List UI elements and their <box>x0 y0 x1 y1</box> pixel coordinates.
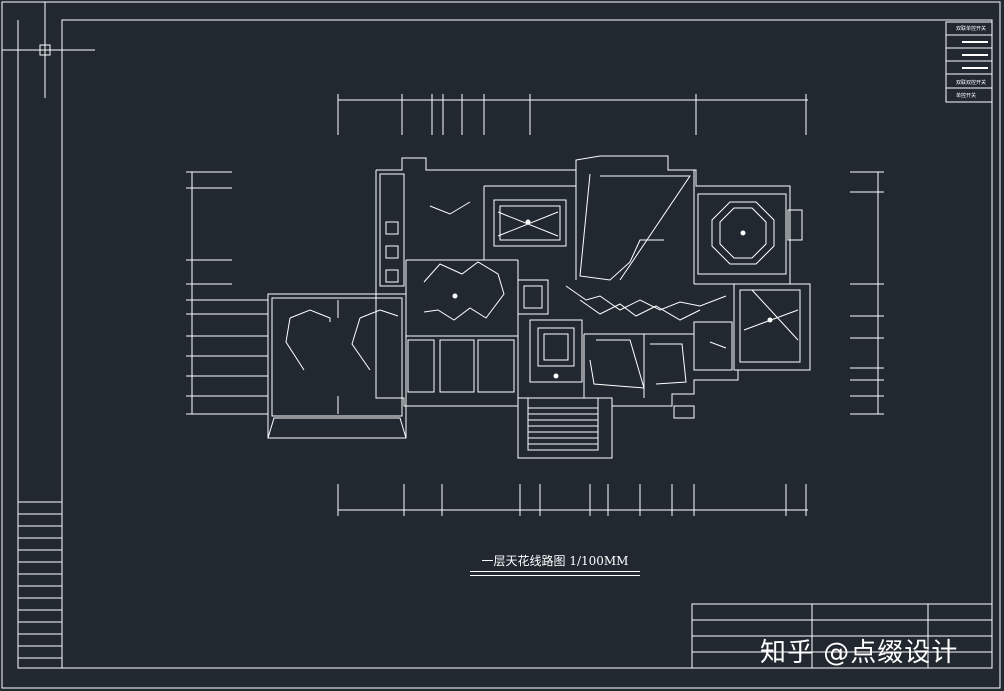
legend-item-4: 双联双控开关 <box>956 80 987 86</box>
switch-legend <box>945 21 993 103</box>
title-underline <box>470 571 640 572</box>
inner-frame <box>61 19 993 669</box>
legend-item-0: 双联单控开关 <box>956 26 987 32</box>
dimension-top <box>337 94 808 135</box>
dimension-left <box>186 171 268 415</box>
ceiling-lighting-lines <box>423 173 799 389</box>
drawing-title: 一层天花线路图 1/100MM <box>481 554 629 568</box>
legend-item-5: 单控开关 <box>956 93 977 99</box>
title-block <box>691 603 993 669</box>
watermark: 知乎 @点缀设计 <box>760 638 959 668</box>
building-walls <box>267 155 811 459</box>
title-underline-2 <box>470 575 640 576</box>
dimension-bottom <box>337 484 808 516</box>
dimension-right <box>850 171 884 415</box>
left-title-block <box>17 501 63 669</box>
